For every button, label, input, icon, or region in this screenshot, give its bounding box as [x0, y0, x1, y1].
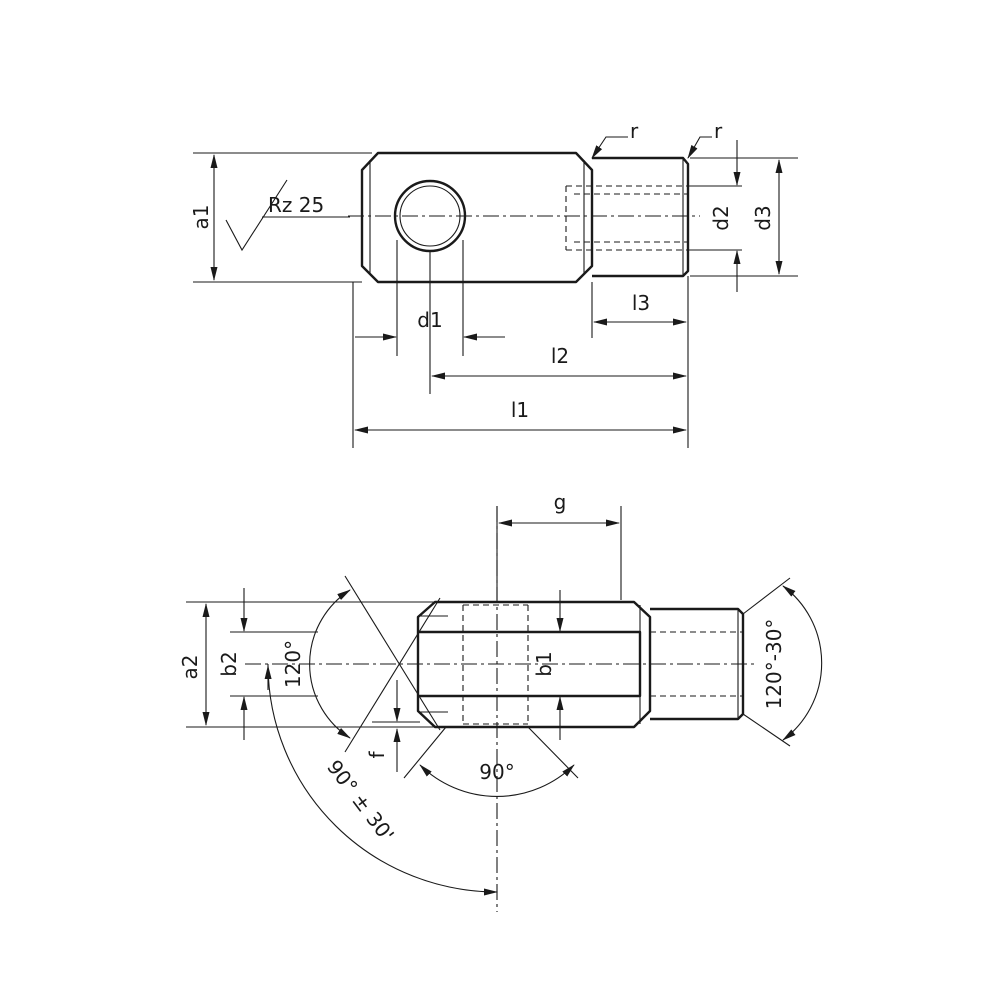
l3-label: l3 — [632, 291, 650, 315]
top-view: a1 Rz 25 d1 l2 l1 l3 r r d2 — [189, 119, 798, 448]
a1-label: a1 — [189, 205, 213, 230]
angle-120-tol-arc — [782, 585, 823, 741]
d3-label: d3 — [751, 205, 775, 230]
b1-label: b1 — [532, 651, 556, 676]
g-label: g — [554, 490, 567, 514]
r-left-leader — [591, 136, 628, 159]
angle-120-label: 120° — [281, 640, 305, 688]
angle-90-tol-arc — [264, 665, 498, 896]
r-right-leader — [687, 136, 712, 159]
clevis-body-outline — [360, 151, 594, 284]
bottom-view: g a2 b2 b1 120° f 90° 90° ± 30' — [178, 490, 823, 912]
a2-label: a2 — [178, 655, 202, 680]
rz-label: Rz 25 — [268, 193, 324, 217]
surface-roughness-symbol — [225, 179, 350, 252]
r-right-label: r — [714, 119, 723, 143]
hidden-internal-thread — [565, 185, 688, 251]
bottom-hidden-thread — [650, 631, 743, 697]
thread-chamfer-lines — [742, 577, 791, 747]
d2-label: d2 — [709, 205, 733, 230]
l2-label: l2 — [551, 344, 569, 368]
f-label: f — [365, 751, 389, 759]
b2-label: b2 — [217, 651, 241, 676]
threaded-shank-outline — [592, 156, 690, 278]
r-left-label: r — [630, 119, 639, 143]
angle-90-label: 90° — [479, 760, 514, 784]
l1-label: l1 — [511, 398, 529, 422]
angle-120-tol-label: 120°-30° — [762, 619, 786, 710]
angle-90-tol-label: 90° ± 30' — [322, 755, 399, 846]
